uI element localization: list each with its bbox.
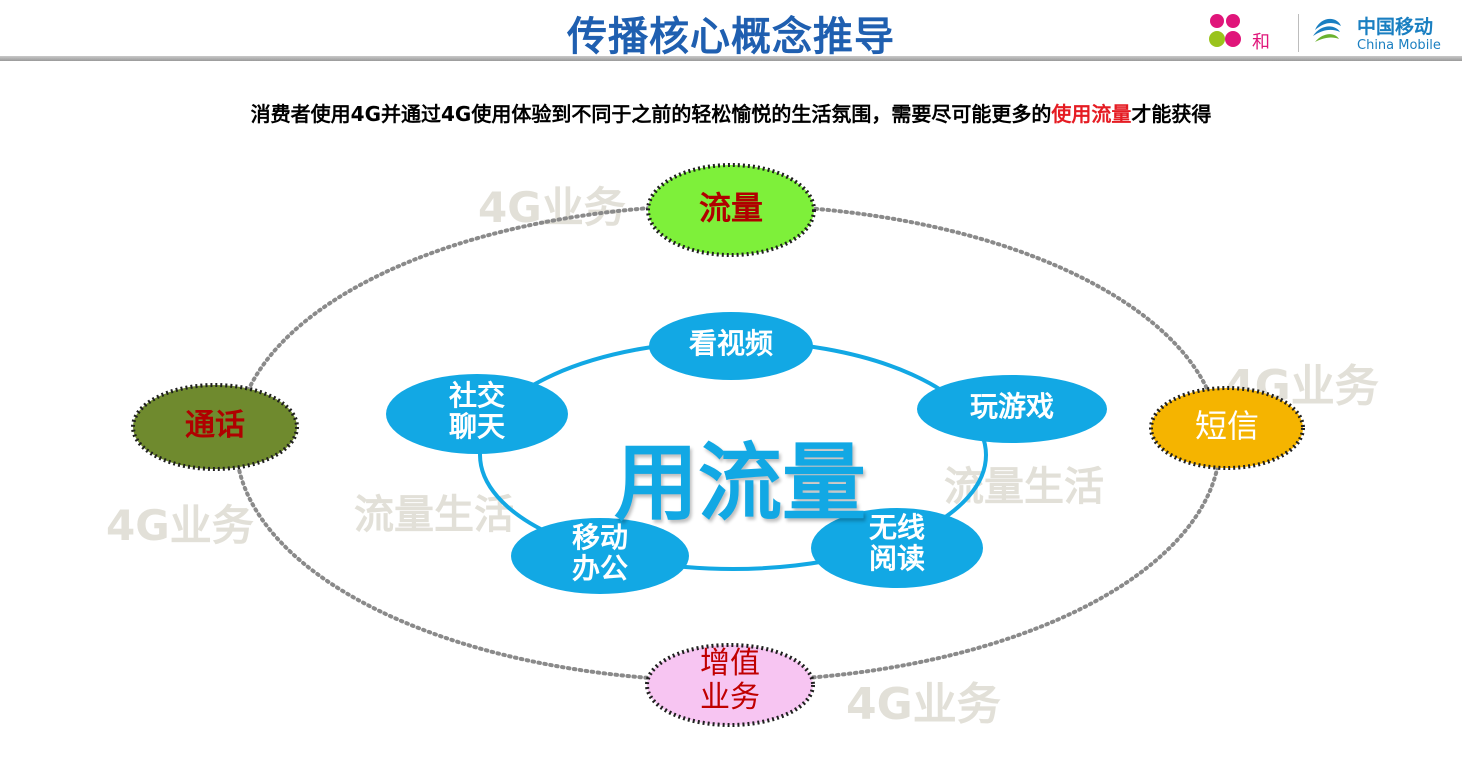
outer-label-sms: 短信 <box>1194 407 1259 445</box>
inner-node-social <box>386 374 568 454</box>
outer-node-left <box>131 383 299 471</box>
inner-label-office: 移动 办公 <box>571 521 628 586</box>
inner-label-social: 社交 聊天 <box>448 379 505 444</box>
core-concept-text: 用流量 <box>613 434 866 532</box>
outer-label-call: 通话 <box>185 408 245 443</box>
watermark-traffic-life: 流量生活 <box>944 464 1104 510</box>
subtitle-highlight: 使用流量 <box>1051 102 1132 126</box>
logo-he-text: 和 <box>1252 32 1270 52</box>
brand-en: China Mobile <box>1357 38 1441 53</box>
outer-node-bottom <box>645 643 815 727</box>
outer-node-top <box>646 163 816 257</box>
logo-divider <box>1298 14 1299 52</box>
inner-node-office <box>511 518 689 594</box>
and-logo: 和 <box>1209 14 1270 52</box>
watermark-4g-business: 4G业务 <box>106 501 254 550</box>
subtitle: 消费者使用4G并通过4G使用体验到不同于之前的轻松愉悦的生活氛围，需要尽可能更多… <box>0 98 1462 127</box>
inner-label-video: 看视频 <box>688 327 773 360</box>
brand-cn: 中国移动 <box>1357 16 1434 38</box>
watermark-traffic-life: 流量生活 <box>354 492 514 538</box>
page-title: 传播核心概念推导 <box>567 14 895 60</box>
inner-node-reading <box>811 508 983 588</box>
inner-node-game <box>917 375 1107 443</box>
subtitle-part2: 才能获得 <box>1131 102 1212 126</box>
outer-label-traffic: 流量 <box>698 189 763 227</box>
inner-label-reading: 无线 阅读 <box>868 511 925 576</box>
inner-node-video <box>649 312 813 380</box>
subtitle-part1: 消费者使用4G并通过4G使用体验到不同于之前的轻松愉悦的生活氛围，需要尽可能更多… <box>250 102 1052 126</box>
outer-node-right <box>1149 386 1305 470</box>
header-divider <box>0 56 1462 61</box>
inner-label-game: 玩游戏 <box>969 390 1054 423</box>
outer-label-vas: 增值 业务 <box>700 646 760 715</box>
china-mobile-logo-icon <box>1313 18 1341 42</box>
watermark-4g-business: 4G业务 <box>846 679 1001 730</box>
watermark-4g-business: 4G业务 <box>478 183 626 232</box>
